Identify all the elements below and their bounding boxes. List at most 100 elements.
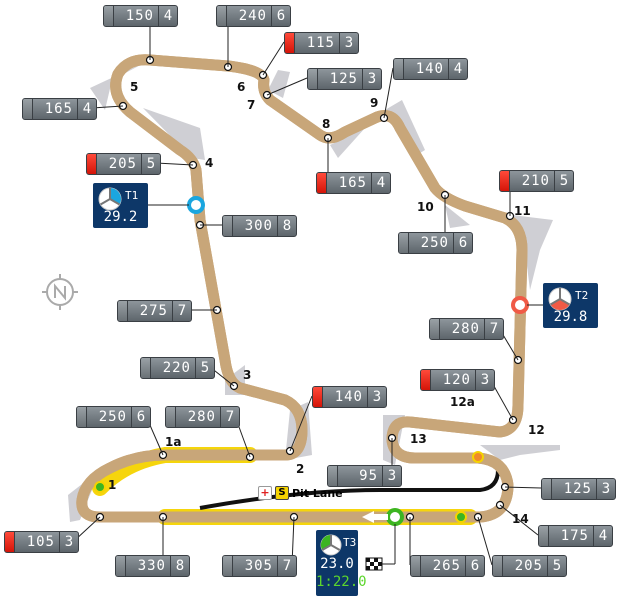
- gear-value: 7: [177, 303, 187, 319]
- turn-number: 7: [247, 98, 256, 112]
- gear-value: 5: [146, 156, 156, 172]
- gear-value: 3: [344, 35, 354, 51]
- speed-value: 240: [227, 6, 272, 26]
- sector-3-box: T3 23.0 1:22.0: [316, 530, 367, 596]
- speed-value: 120: [431, 370, 476, 390]
- mercedes-star-icon: [98, 187, 122, 211]
- braking-indicator: [399, 233, 409, 253]
- speed-value: 220: [151, 358, 196, 378]
- turn-number: 8: [322, 117, 331, 131]
- gear-value: 3: [372, 389, 382, 405]
- gear-value: 8: [282, 218, 292, 234]
- leader-line: [383, 67, 394, 119]
- turn-number: 3: [243, 368, 252, 382]
- leader-line: [266, 77, 308, 96]
- gear-value: 6: [276, 8, 286, 24]
- speed-value: 205: [503, 556, 548, 576]
- braking-indicator: [223, 216, 233, 236]
- braking-indicator: [77, 407, 87, 427]
- braking-indicator: [493, 556, 503, 576]
- s-badge: S: [275, 486, 289, 500]
- finish-line-marker: [386, 508, 404, 526]
- sector-label: T2: [575, 289, 589, 302]
- speed-value: 250: [87, 407, 132, 427]
- sector-time: 29.2: [103, 209, 138, 225]
- turn-number: 1a: [165, 435, 182, 449]
- gear-value: 3: [64, 534, 74, 550]
- sector-markers: [94, 196, 529, 526]
- braking-indicator: [328, 466, 338, 486]
- braking-indicator: [87, 154, 97, 174]
- medical-cross-icon: +: [258, 486, 272, 500]
- braking-indicator: [542, 479, 552, 499]
- turn-number: 12: [528, 423, 545, 437]
- braking-indicator: [217, 6, 227, 26]
- gear-value: 6: [136, 409, 146, 425]
- mercedes-star-icon: [548, 287, 572, 311]
- turn-number: 5: [130, 80, 139, 94]
- braking-indicator: [118, 301, 128, 321]
- speed-value: 300: [233, 216, 278, 236]
- turn-number: 9: [370, 96, 379, 110]
- speed-value: 165: [33, 99, 78, 119]
- speed-value: 265: [421, 556, 466, 576]
- gear-value: 7: [489, 321, 499, 337]
- braking-indicator: [313, 387, 323, 407]
- braking-indicator: [141, 358, 151, 378]
- leader-line: [91, 105, 124, 109]
- sector-2-box: T2 29.8: [543, 283, 598, 328]
- leader-line: [477, 516, 493, 566]
- braking-indicator: [166, 407, 176, 427]
- speed-value: 330: [126, 556, 171, 576]
- compass-icon: [42, 274, 78, 310]
- sector-time: 23.0: [320, 556, 354, 572]
- turn-number: 12a: [450, 395, 475, 409]
- turn-number: 6: [237, 80, 246, 94]
- sector-time: 29.8: [553, 309, 588, 325]
- drs-activation-point: [472, 451, 484, 463]
- gear-value: 4: [163, 8, 173, 24]
- speed-value: 210: [510, 171, 555, 191]
- gear-value: 5: [200, 360, 210, 376]
- gear-value: 4: [82, 101, 92, 117]
- speed-value: 305: [233, 556, 278, 576]
- leader-line: [289, 395, 313, 452]
- braking-indicator: [285, 33, 295, 53]
- braking-indicator: [116, 556, 126, 576]
- speed-value: 125: [552, 479, 597, 499]
- sector-1-box: T1 29.2: [93, 183, 148, 228]
- braking-indicator: [104, 6, 114, 26]
- leader-line: [155, 162, 194, 166]
- braking-indicator: [539, 526, 549, 546]
- turn-number: 1: [108, 478, 117, 492]
- gear-value: 3: [480, 372, 490, 388]
- braking-indicator: [223, 556, 233, 576]
- braking-indicator: [308, 69, 318, 89]
- track: [82, 60, 522, 517]
- gear-value: 6: [458, 235, 468, 251]
- braking-indicator: [5, 532, 15, 552]
- speed-value: 280: [176, 407, 221, 427]
- gear-value: 4: [376, 175, 386, 191]
- gear-value: 4: [598, 528, 608, 544]
- turn-number: 11: [514, 204, 531, 218]
- braking-indicator: [500, 171, 510, 191]
